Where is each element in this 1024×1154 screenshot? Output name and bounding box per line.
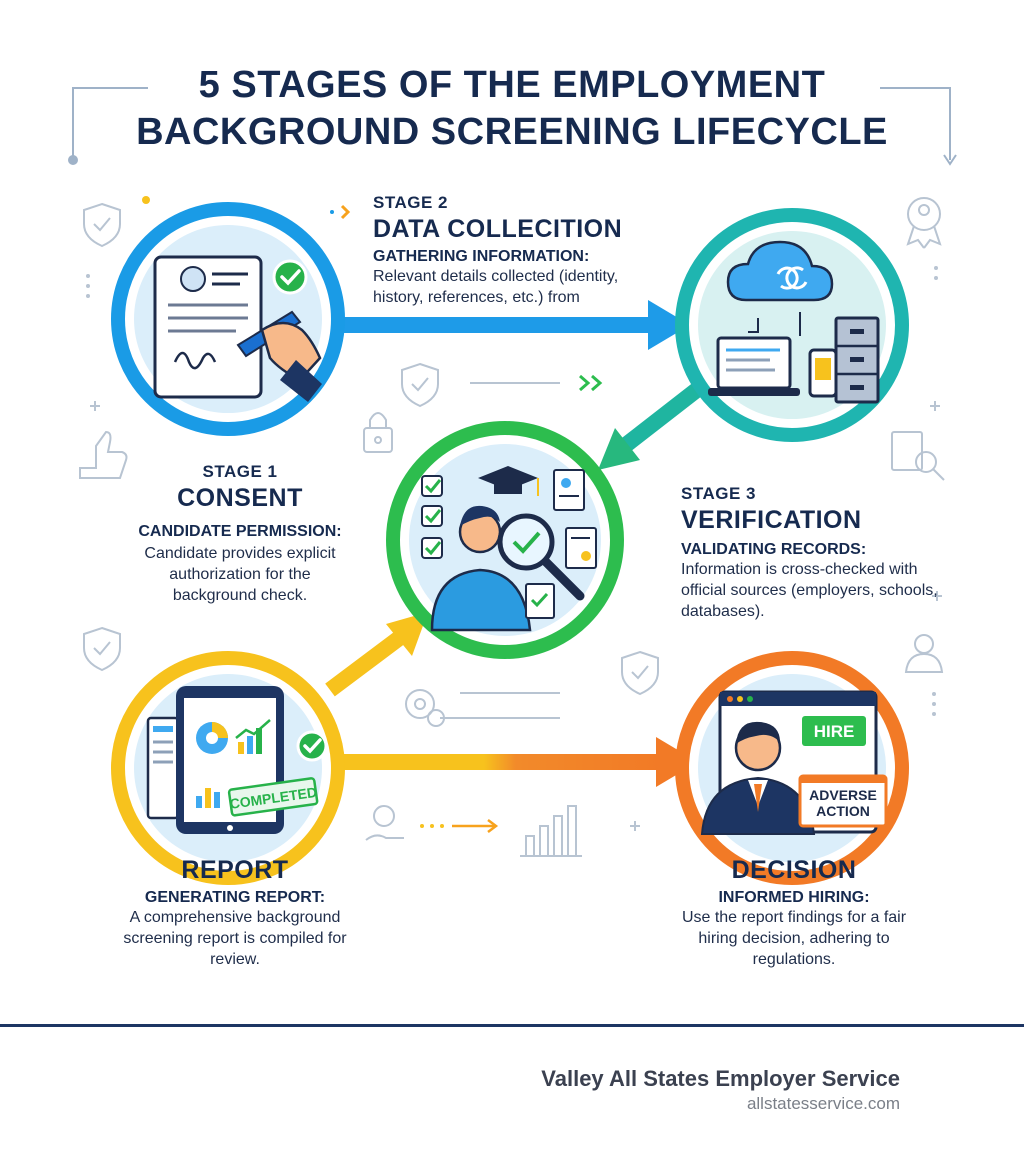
stage-3-subtitle: VALIDATING RECORDS: xyxy=(681,541,867,558)
shield-icon xyxy=(621,650,659,696)
stage-3-name: VERIFICATION xyxy=(681,506,862,534)
stage-2-text: STAGE 2 DATA COLLECITION GATHERING INFOR… xyxy=(373,193,673,308)
stage-5-text: DECISION INFORMED HIRING: Use the report… xyxy=(660,856,928,970)
title-bracket xyxy=(68,87,957,166)
stage-5-illustration: HIRE ADVERSE ACTION xyxy=(675,651,909,885)
footer-divider xyxy=(0,1024,1024,1027)
money-hand-icon xyxy=(365,805,404,841)
stage-2-label: STAGE 2 xyxy=(373,193,448,212)
businessman-icon xyxy=(700,721,816,835)
stage-1-illustration xyxy=(111,202,345,436)
arrow-report-to-decision xyxy=(340,737,698,787)
arrow-stage2-to-stage3 xyxy=(598,371,717,470)
arrow-stage1-to-stage2 xyxy=(330,300,690,350)
stage-2-name: DATA COLLECITION xyxy=(373,215,623,243)
check-badge-icon xyxy=(272,259,308,295)
magnifier-icon xyxy=(497,513,585,601)
hire-badge-text: HIRE xyxy=(814,722,855,741)
stage-3-text: STAGE 3 VERIFICATION VALIDATING RECORDS:… xyxy=(681,484,971,622)
title-line-2: BACKGROUND SCREENING LIFECYCLE xyxy=(136,111,888,153)
stage-4-subtitle: GENERATING REPORT: xyxy=(144,889,326,906)
shield-icon xyxy=(83,202,121,248)
page-title: 5 STAGES OF THE EMPLOYMENT BACKGROUND SC… xyxy=(0,62,1024,156)
stage-4-text: REPORT GENERATING REPORT: A comprehensiv… xyxy=(90,856,380,970)
stage-5-name: DECISION xyxy=(731,856,857,884)
checklist-icon xyxy=(421,475,443,559)
lock-icon xyxy=(363,412,393,453)
stage-4-illustration: COMPLETED xyxy=(111,651,345,885)
check-badge-icon xyxy=(296,730,328,762)
stage-5-subtitle: INFORMED HIRING: xyxy=(718,889,870,906)
id-document-icon xyxy=(553,469,597,569)
cloud-sync-icon xyxy=(726,240,834,302)
pen-hand-icon xyxy=(236,310,322,402)
worker-icon xyxy=(904,634,944,673)
graduation-cap-icon xyxy=(478,466,539,496)
adverse-line-1: ADVERSE xyxy=(809,787,877,803)
stage-3-label: STAGE 3 xyxy=(681,484,756,503)
person-icon xyxy=(430,505,532,632)
award-person-icon xyxy=(906,197,942,249)
stage-2-illustration xyxy=(675,208,909,442)
checked-doc-icon xyxy=(525,583,555,619)
stage-1-subtitle: CANDIDATE PERMISSION: xyxy=(138,523,342,540)
adverse-line-2: ACTION xyxy=(816,803,870,819)
company-name: Valley All States Employer Service xyxy=(541,1066,900,1091)
thumbs-up-icon xyxy=(79,430,128,479)
adverse-action-badge: ADVERSE ACTION xyxy=(798,774,888,828)
arrow-stage3-to-report xyxy=(325,612,428,697)
document-icon xyxy=(153,255,263,399)
stage-2-subtitle: GATHERING INFORMATION: xyxy=(373,248,590,265)
double-chevron-icon xyxy=(579,374,603,392)
stage-4-description: A comprehensive background screening rep… xyxy=(123,909,347,968)
stage-5-description: Use the report findings for a fair hirin… xyxy=(681,909,907,968)
laptop-icon xyxy=(708,336,800,396)
stage-2-description: Relevant details collected (identity, hi… xyxy=(373,268,619,306)
chevron-icon xyxy=(330,204,351,220)
stage-1-name: CONSENT xyxy=(177,484,303,512)
stage-1-description: Candidate provides explicit authorizatio… xyxy=(144,545,336,604)
search-document-icon xyxy=(891,431,945,481)
shield-icon xyxy=(401,362,439,408)
gear-check-icon xyxy=(405,689,445,727)
stage-3-illustration xyxy=(386,421,624,659)
phone-icon xyxy=(808,348,838,398)
dotted-arrow-icon xyxy=(420,819,499,833)
shield-icon xyxy=(83,626,121,672)
stage-3-description: Information is cross-checked with offici… xyxy=(681,561,938,620)
hire-badge: HIRE xyxy=(802,716,866,746)
company-url[interactable]: allstatesservice.com xyxy=(746,1094,900,1113)
stage-4-name: REPORT xyxy=(181,856,289,884)
stage-1-label: STAGE 1 xyxy=(202,462,278,481)
growth-chart-icon xyxy=(520,805,582,857)
footer-brand: Valley All States Employer Service allst… xyxy=(541,1066,900,1114)
title-line-1: 5 STAGES OF THE EMPLOYMENT xyxy=(198,64,826,106)
completed-stamp: COMPLETED xyxy=(227,777,319,817)
file-cabinet-icon xyxy=(834,316,880,404)
side-document-icon xyxy=(146,716,180,820)
stage-1-text: STAGE 1 CONSENT CANDIDATE PERMISSION: Ca… xyxy=(90,462,390,606)
